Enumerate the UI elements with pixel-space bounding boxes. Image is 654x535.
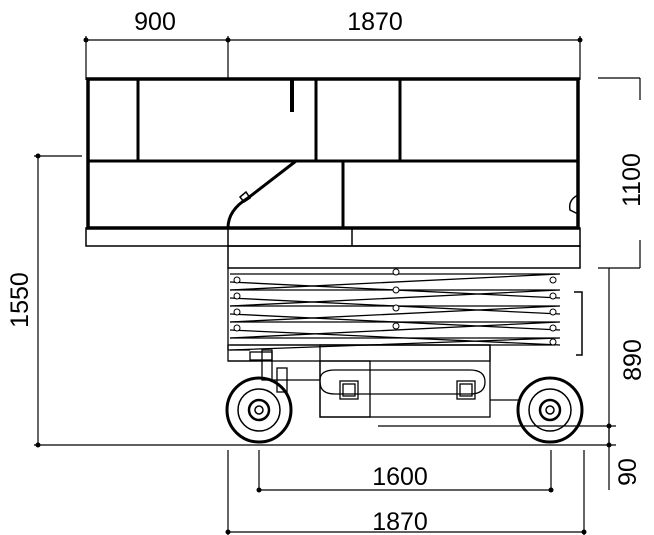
dim-wheelbase: 1600 bbox=[372, 463, 428, 491]
dimension-lines bbox=[34, 36, 641, 535]
dim-chassis-width: 1870 bbox=[372, 508, 428, 535]
wheel-front bbox=[225, 376, 293, 444]
dimension-dots bbox=[35, 37, 612, 535]
scissor-pins bbox=[233, 268, 557, 346]
dim-ground-clearance: 90 bbox=[614, 458, 642, 486]
dim-top-left: 900 bbox=[134, 8, 176, 36]
dim-overall-height: 1550 bbox=[6, 272, 34, 328]
platform-guardrails bbox=[86, 77, 580, 230]
scissor-stack bbox=[227, 268, 583, 356]
dim-top-right: 1870 bbox=[347, 8, 403, 36]
dim-stowed-height: 890 bbox=[619, 339, 647, 381]
dim-platform-height: 1100 bbox=[618, 153, 646, 207]
wheel-rear bbox=[516, 376, 584, 444]
chassis bbox=[227, 344, 518, 418]
platform-deck bbox=[85, 227, 581, 269]
